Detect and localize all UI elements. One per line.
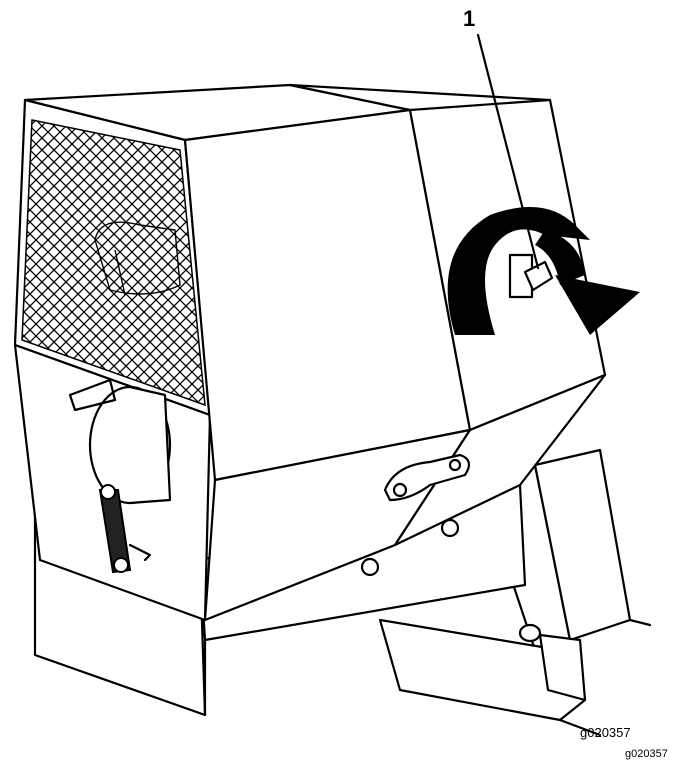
figure-id-repeat: g020357	[625, 748, 668, 760]
figure-id: g020357	[580, 725, 631, 740]
callout-number: 1	[463, 6, 475, 32]
